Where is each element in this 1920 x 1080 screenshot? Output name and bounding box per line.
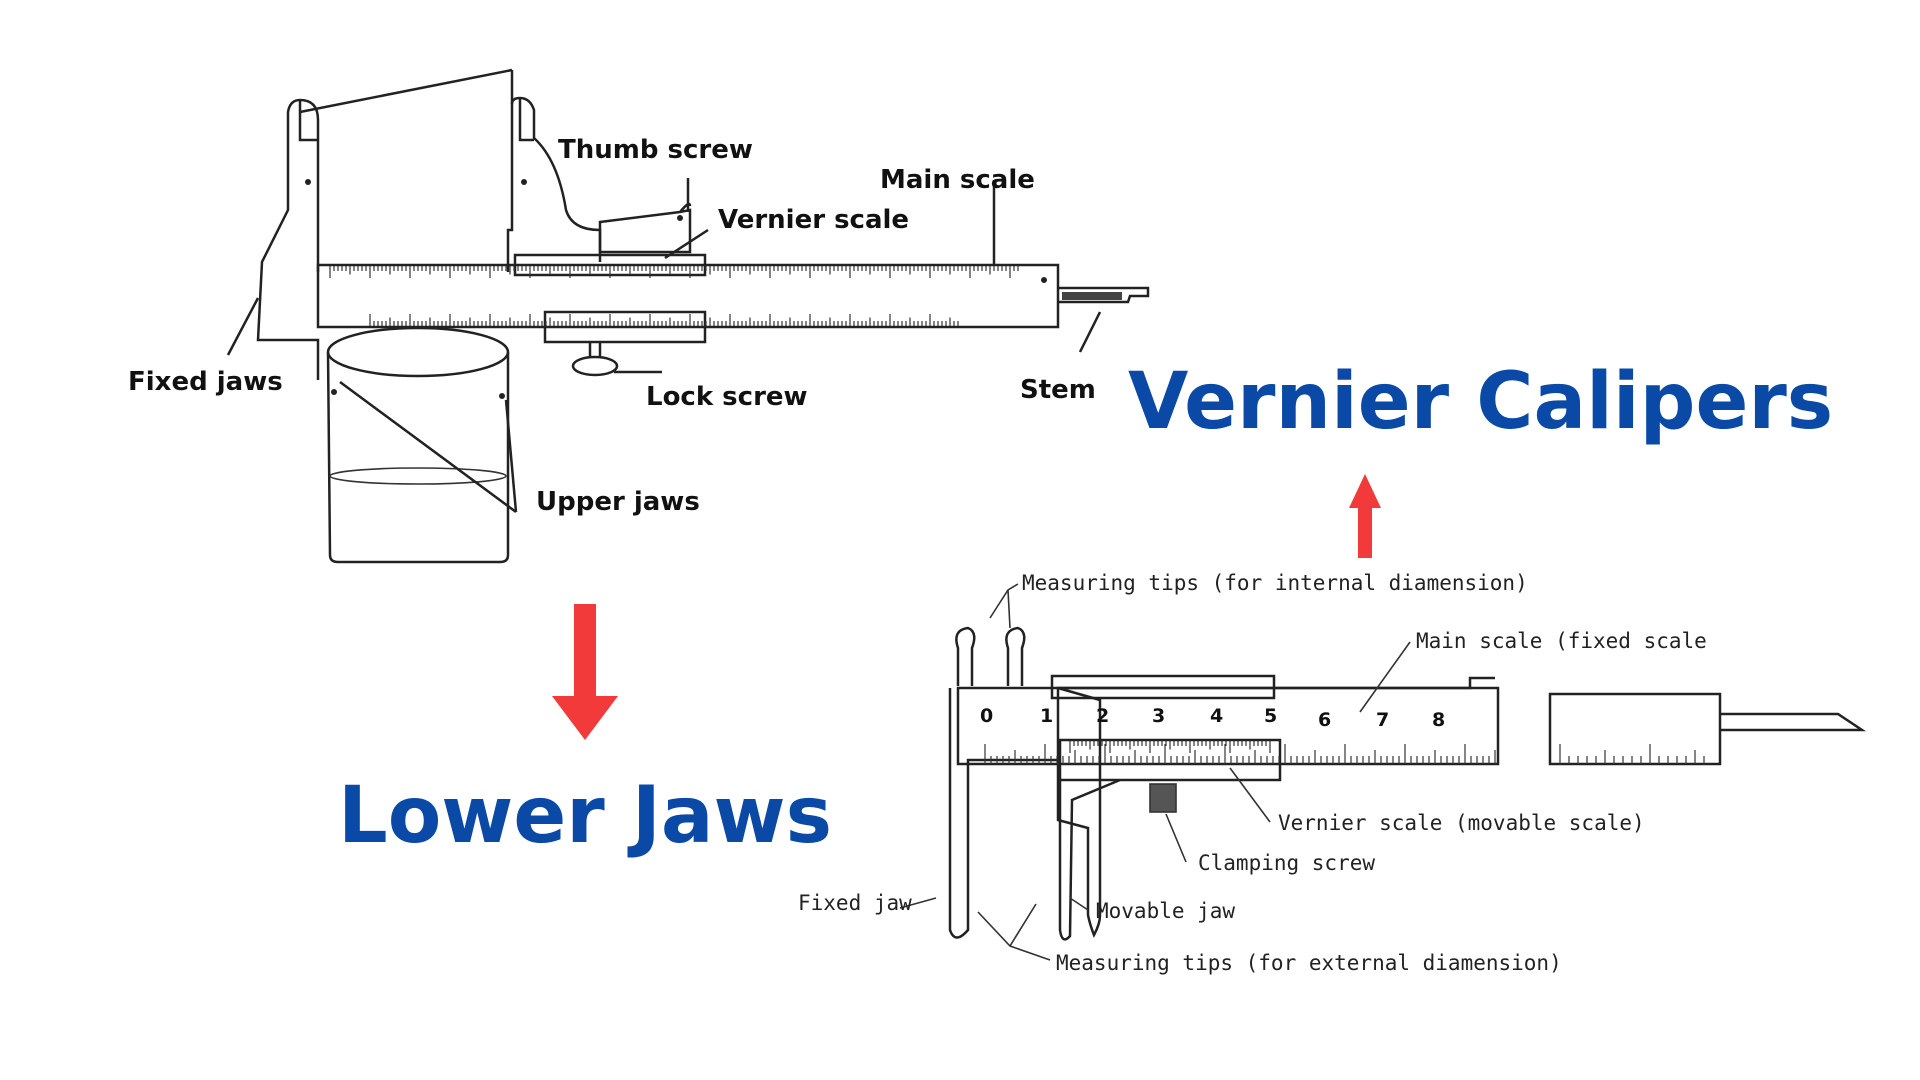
label-measuring-tips-external: Measuring tips (for external diamension) (1056, 951, 1562, 975)
title-lower-jaws: Lower Jaws (338, 771, 832, 861)
scale-number-2: 2 (1096, 705, 1109, 727)
top-leader-lines (226, 178, 1102, 514)
scale-number-3: 3 (1152, 705, 1165, 727)
scale-number-1: 1 (1040, 705, 1053, 727)
arrow-down-icon (552, 604, 618, 740)
label-thumb-screw: Thumb screw (558, 135, 753, 165)
title-vernier-calipers: Vernier Calipers (1128, 357, 1833, 447)
scale-number-0: 0 (980, 705, 993, 727)
bottom-caliper-drawing (948, 626, 1867, 941)
bottom-scale-numbers: 0 1 2 3 4 5 6 7 8 (980, 705, 1445, 731)
bottom-vernier-scale-ticks (1069, 741, 1271, 753)
label-upper-jaws: Upper jaws (536, 487, 700, 517)
label-vernier-scale: Vernier scale (718, 205, 909, 235)
top-lower-scale-ticks (369, 314, 959, 326)
scale-number-7: 7 (1376, 709, 1389, 731)
top-caliper-drawing (256, 68, 1150, 564)
label-vernier-movable: Vernier scale (movable scale) (1278, 811, 1645, 835)
label-measuring-tips-internal: Measuring tips (for internal diamension) (1022, 571, 1528, 595)
label-fixed-jaw: Fixed jaw (798, 891, 912, 915)
label-clamping-screw: Clamping screw (1198, 851, 1375, 875)
top-main-scale-ticks (329, 266, 1019, 278)
label-stem: Stem (1020, 375, 1096, 405)
label-fixed-jaws: Fixed jaws (128, 367, 283, 397)
label-main-scale: Main scale (880, 165, 1035, 195)
scale-number-5: 5 (1264, 705, 1277, 727)
label-lock-screw: Lock screw (646, 382, 808, 412)
scale-number-6: 6 (1318, 709, 1331, 731)
bottom-leader-lines (899, 583, 1411, 961)
label-movable-jaw: Movable jaw (1096, 899, 1235, 923)
label-main-scale-fixed: Main scale (fixed scale (1416, 629, 1707, 653)
scale-number-4: 4 (1210, 705, 1223, 727)
bottom-right-scale-ticks (1559, 744, 1705, 764)
arrow-up-icon (1349, 474, 1381, 558)
bottom-main-scale-ticks (984, 744, 1496, 764)
scale-number-8: 8 (1432, 709, 1445, 731)
